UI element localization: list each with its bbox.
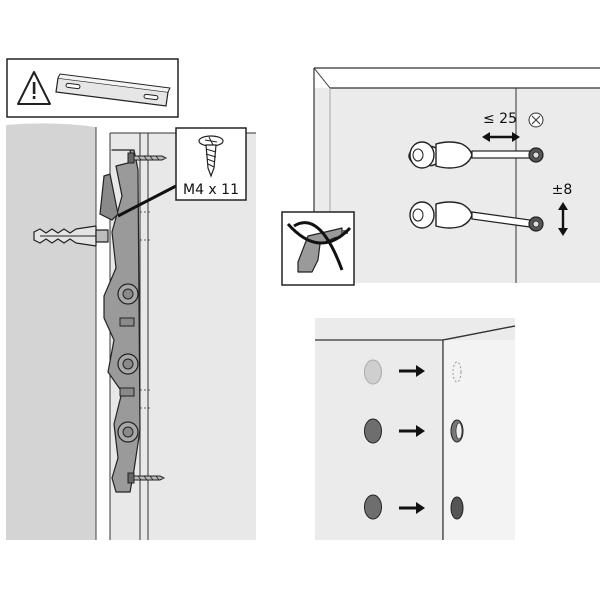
wall-mounting-diagram: M4 x 11: [6, 58, 256, 541]
cover-caps-diagram: [315, 318, 515, 540]
no-power-drill-icon: [281, 211, 355, 286]
insert-arrow: [399, 425, 425, 437]
wall: [6, 123, 96, 541]
suspension-bracket: [99, 149, 150, 493]
adjustment-screwdriver-top: [408, 141, 544, 169]
wall-rail-icon: [55, 73, 171, 107]
adjustment-screwdriver-bottom: [409, 201, 544, 232]
horizontal-adjustment-arrow: [482, 132, 520, 142]
cover-cap-light: [364, 359, 382, 385]
vertical-adjustment-label: ±8: [552, 182, 573, 198]
adjustment-diagram: ≤ 25 ±8: [281, 67, 600, 286]
cover-cap-inserted: [450, 419, 464, 443]
horizontal-adjustment-label: ≤ 25: [483, 111, 517, 127]
warning-box: [6, 58, 179, 118]
cover-cap-inserted: [450, 496, 464, 520]
insert-arrow: [399, 502, 425, 514]
cover-cap-outline: [452, 361, 462, 383]
pan-head-screw-icon: [198, 135, 224, 178]
cover-cap-dark: [364, 418, 382, 444]
cover-cap-dark: [364, 494, 382, 520]
warning-triangle-icon: [17, 71, 51, 105]
screw-callout: M4 x 11: [117, 127, 247, 218]
vertical-adjustment-arrow: [558, 202, 568, 236]
cabinet-screw-bottom: [127, 472, 166, 484]
insert-arrow: [399, 365, 425, 377]
cam-screw-icon: [528, 112, 544, 128]
wall-plug: [33, 225, 109, 247]
screw-size-label: M4 x 11: [183, 182, 239, 198]
cabinet-screw-top: [127, 152, 168, 164]
